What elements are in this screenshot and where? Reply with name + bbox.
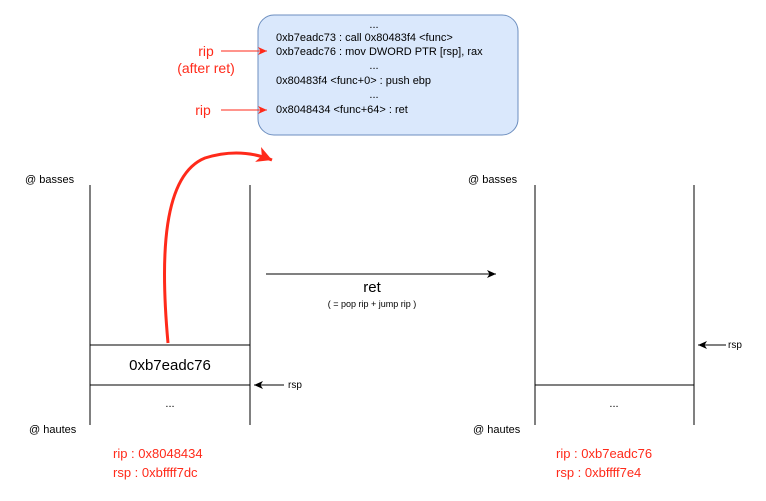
left-high-address-label: @ hautes (29, 424, 77, 436)
left-stack-ellipsis: ... (165, 398, 174, 410)
rip-pointer: rip (195, 102, 267, 118)
code-line-3: 0xb7eadc76 : mov DWORD PTR [rsp], rax (276, 46, 483, 58)
code-line-6: ... (369, 89, 378, 101)
code-line-1: ... (369, 19, 378, 31)
left-rip-status: rip : 0x8048434 (113, 446, 203, 461)
right-rsp-label: rsp (728, 340, 742, 351)
right-stack: @ basses ... @ hautes rsp rip : 0xb7eadc… (468, 174, 742, 480)
code-line-7: 0x8048434 <func+64> : ret (276, 104, 408, 116)
ret-operation: ret ( = pop rip + jump rip ) (266, 270, 496, 309)
right-rsp-status: rsp : 0xbffff7e4 (556, 465, 641, 480)
left-rsp-label: rsp (288, 380, 302, 391)
code-line-5: 0x80483f4 <func+0> : push ebp (276, 75, 431, 87)
left-stack-return-address: 0xb7eadc76 (129, 357, 211, 374)
rip-after-sub-label: (after ret) (177, 60, 235, 76)
right-rip-status: rip : 0xb7eadc76 (556, 446, 652, 461)
right-low-address-label: @ basses (468, 174, 518, 186)
pop-jump-curved-arrow (162, 147, 273, 344)
code-line-2: 0xb7eadc73 : call 0x80483f4 <func> (276, 32, 453, 44)
code-line-4: ... (369, 60, 378, 72)
ret-description: ( = pop rip + jump rip ) (328, 299, 417, 309)
right-high-address-label: @ hautes (473, 424, 521, 436)
rip-after-ret-pointer: rip (after ret) (177, 43, 267, 76)
rip-after-label: rip (198, 43, 214, 59)
ret-label: ret (363, 279, 381, 296)
left-rsp-status: rsp : 0xbffff7dc (113, 465, 198, 480)
code-box: ... 0xb7eadc73 : call 0x80483f4 <func> 0… (257, 14, 519, 136)
left-low-address-label: @ basses (25, 174, 75, 186)
code-box-background (257, 14, 519, 136)
left-stack: @ basses 0xb7eadc76 ... @ hautes rsp rip… (25, 174, 302, 480)
rip-label: rip (195, 102, 211, 118)
right-stack-ellipsis: ... (609, 398, 618, 410)
